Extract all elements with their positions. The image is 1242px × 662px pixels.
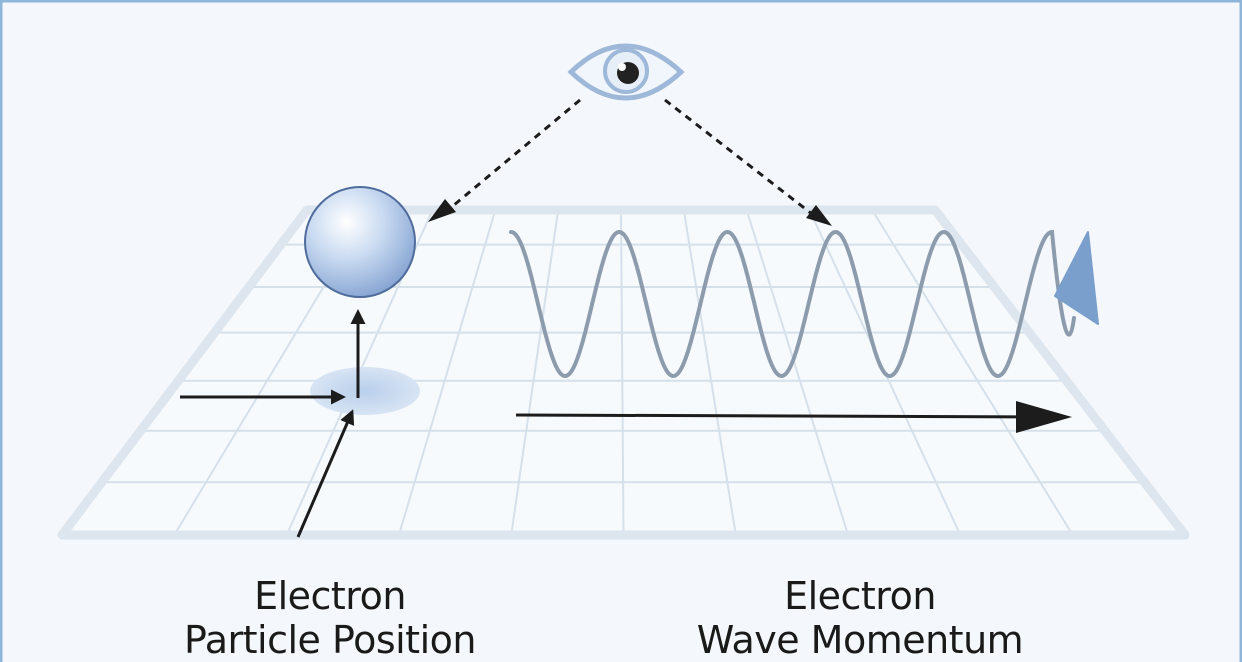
eye-icon <box>567 43 685 101</box>
grid-line-vertical <box>397 209 497 536</box>
grid-line-vertical <box>745 209 850 536</box>
observation-arrowhead-left <box>428 199 456 222</box>
position-arrow-z <box>296 409 355 538</box>
particle-position-label: Electron Particle Position <box>140 574 520 662</box>
particle-label-line1: Electron <box>254 574 406 618</box>
electron-particle-sphere <box>304 186 416 298</box>
wave-label-line2: Wave Momentum <box>696 618 1024 662</box>
momentum-arrowhead <box>1016 401 1072 433</box>
wave-label-line1: Electron <box>784 574 936 618</box>
momentum-arrow <box>515 413 1063 419</box>
electron-wave <box>509 229 1076 379</box>
grid-plane <box>57 205 1190 540</box>
observation-arrow-to-wave <box>664 98 813 216</box>
particle-label-line2: Particle Position <box>184 618 476 662</box>
wave-arrowhead <box>1054 231 1099 325</box>
observation-arrow-to-particle <box>447 98 581 212</box>
grid-line-vertical <box>620 209 625 536</box>
wave-momentum-label: Electron Wave Momentum <box>660 574 1060 662</box>
grid-line-vertical <box>682 209 737 536</box>
grid-line-vertical <box>871 209 1074 536</box>
particle-shadow <box>310 367 420 415</box>
observation-arrowhead-right <box>806 205 832 226</box>
grid-plane-frame <box>57 205 1190 540</box>
grid-line-vertical <box>510 209 560 536</box>
